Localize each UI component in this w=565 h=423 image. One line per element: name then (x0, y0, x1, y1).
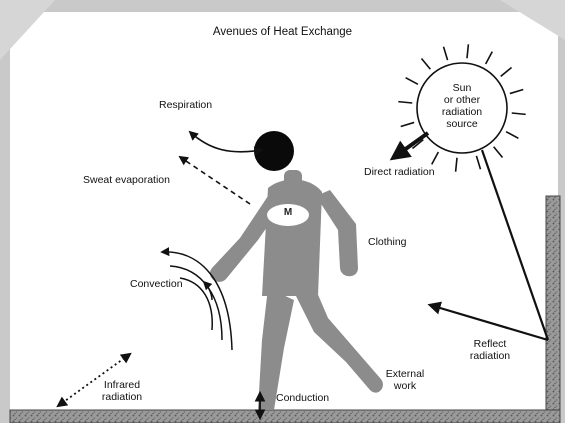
wall (546, 196, 560, 412)
ground (10, 410, 560, 423)
label-external-line-1: External (380, 368, 430, 380)
label-respiration: Respiration (159, 99, 212, 111)
label-external-work: External work (380, 368, 430, 392)
label-infrared-line-1: Infrared (92, 379, 152, 391)
label-reflect-line-2: radiation (460, 350, 520, 362)
diagram-title: Avenues of Heat Exchange (0, 26, 565, 38)
label-direct-radiation: Direct radiation (364, 166, 435, 178)
label-infrared-line-2: radiation (92, 391, 152, 403)
label-conduction: Conduction (276, 392, 329, 404)
label-reflect-radiation: Reflect radiation (460, 338, 520, 362)
label-sun-source: Sun or other radiation source (432, 82, 492, 130)
label-sun-line-1: Sun (432, 82, 492, 94)
label-reflect-line-1: Reflect (460, 338, 520, 350)
label-clothing: Clothing (368, 236, 407, 248)
label-sun-line-4: source (432, 118, 492, 130)
label-infrared-radiation: Infrared radiation (92, 379, 152, 403)
label-sun-line-2: or other (432, 94, 492, 106)
label-convection: Convection (130, 278, 183, 290)
label-external-line-2: work (380, 380, 430, 392)
label-metabolism: M (273, 207, 303, 218)
label-sweat-evaporation: Sweat evaporation (83, 174, 170, 186)
label-sun-line-3: radiation (432, 106, 492, 118)
